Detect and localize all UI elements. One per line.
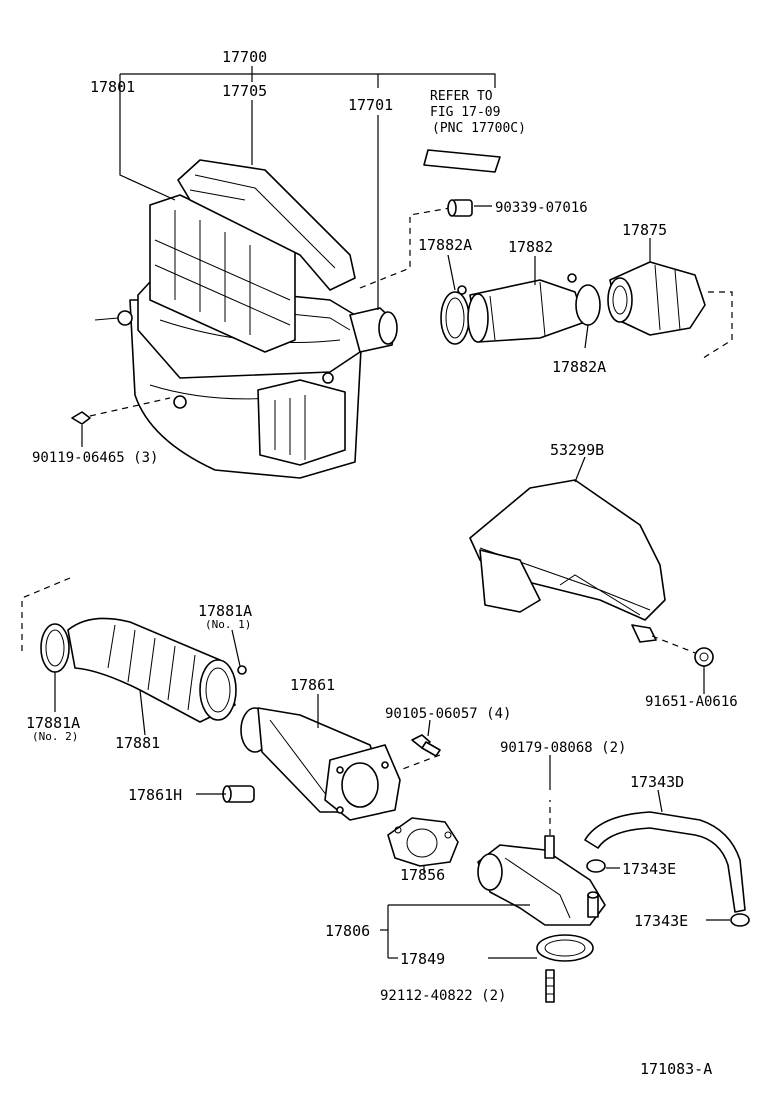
elbow-17806 — [477, 844, 606, 926]
part-labels: 17700 17801 17705 17701 REFER TO FIG 17-… — [26, 48, 738, 1078]
cover-53299B — [469, 479, 699, 655]
air-cleaner-assembly — [71, 159, 398, 479]
connector-dashed-17875 — [699, 291, 733, 361]
label-17801: 17801 — [90, 78, 135, 96]
label-17861: 17861 — [290, 676, 335, 694]
refer-plate — [423, 149, 501, 173]
label-17856: 17856 — [400, 866, 445, 884]
label-17343E-b: 17343E — [634, 912, 688, 930]
bolt-90105 — [399, 734, 441, 771]
label-17881A-no1: 17881A — [198, 602, 252, 620]
label-refer-line2: FIG 17-09 — [430, 105, 500, 120]
bolt-90179 — [544, 800, 555, 859]
connector-dashed-17881 — [21, 577, 71, 655]
label-91651: 91651-A0616 — [645, 694, 738, 710]
clip-91651 — [694, 647, 714, 667]
label-92112: 92112-40822 (2) — [380, 988, 506, 1004]
label-17881A-no2: 17881A — [26, 714, 80, 732]
sleeve-90339 — [447, 199, 473, 217]
gasket-17856 — [387, 817, 459, 867]
label-17881: 17881 — [115, 734, 160, 752]
label-refer-line3: (PNC 17700C) — [432, 121, 526, 136]
label-17882A-top: 17882A — [418, 236, 472, 254]
label-no2: (No. 2) — [32, 730, 78, 743]
label-17806: 17806 — [325, 922, 370, 940]
stud-92112 — [545, 969, 555, 1003]
label-17343D: 17343D — [630, 773, 684, 791]
label-90179: 90179-08068 (2) — [500, 740, 626, 756]
hose-17343D — [584, 811, 746, 913]
label-refer-line1: REFER TO — [430, 89, 493, 104]
label-17700: 17700 — [222, 48, 267, 66]
label-no1: (No. 1) — [205, 618, 251, 631]
figure-code: 171083-A — [640, 1060, 712, 1078]
label-17343E-a: 17343E — [622, 860, 676, 878]
label-90105: 90105-06057 (4) — [385, 706, 511, 722]
label-17882: 17882 — [508, 238, 553, 256]
intake-hose-17882 — [440, 273, 601, 345]
label-90119: 90119-06465 (3) — [32, 450, 158, 466]
label-17875: 17875 — [622, 221, 667, 239]
label-17849: 17849 — [400, 950, 445, 968]
gasket-17849 — [536, 934, 594, 962]
label-53299B: 53299B — [550, 441, 604, 459]
intake-hose-17881 — [40, 617, 247, 723]
clip-17343E-a — [586, 859, 606, 873]
label-17882A-bottom: 17882A — [552, 358, 606, 376]
label-90339: 90339-07016 — [495, 200, 588, 216]
sleeve-17861H — [222, 785, 255, 803]
connector-dashed-17701 — [359, 207, 451, 289]
label-17705: 17705 — [222, 82, 267, 100]
label-17701: 17701 — [348, 96, 393, 114]
intake-pipe-17861 — [240, 707, 401, 821]
resonator-17875 — [607, 261, 706, 336]
leader-lines — [54, 66, 730, 959]
label-17861H: 17861H — [128, 786, 182, 804]
clip-17343E-b — [730, 913, 750, 927]
